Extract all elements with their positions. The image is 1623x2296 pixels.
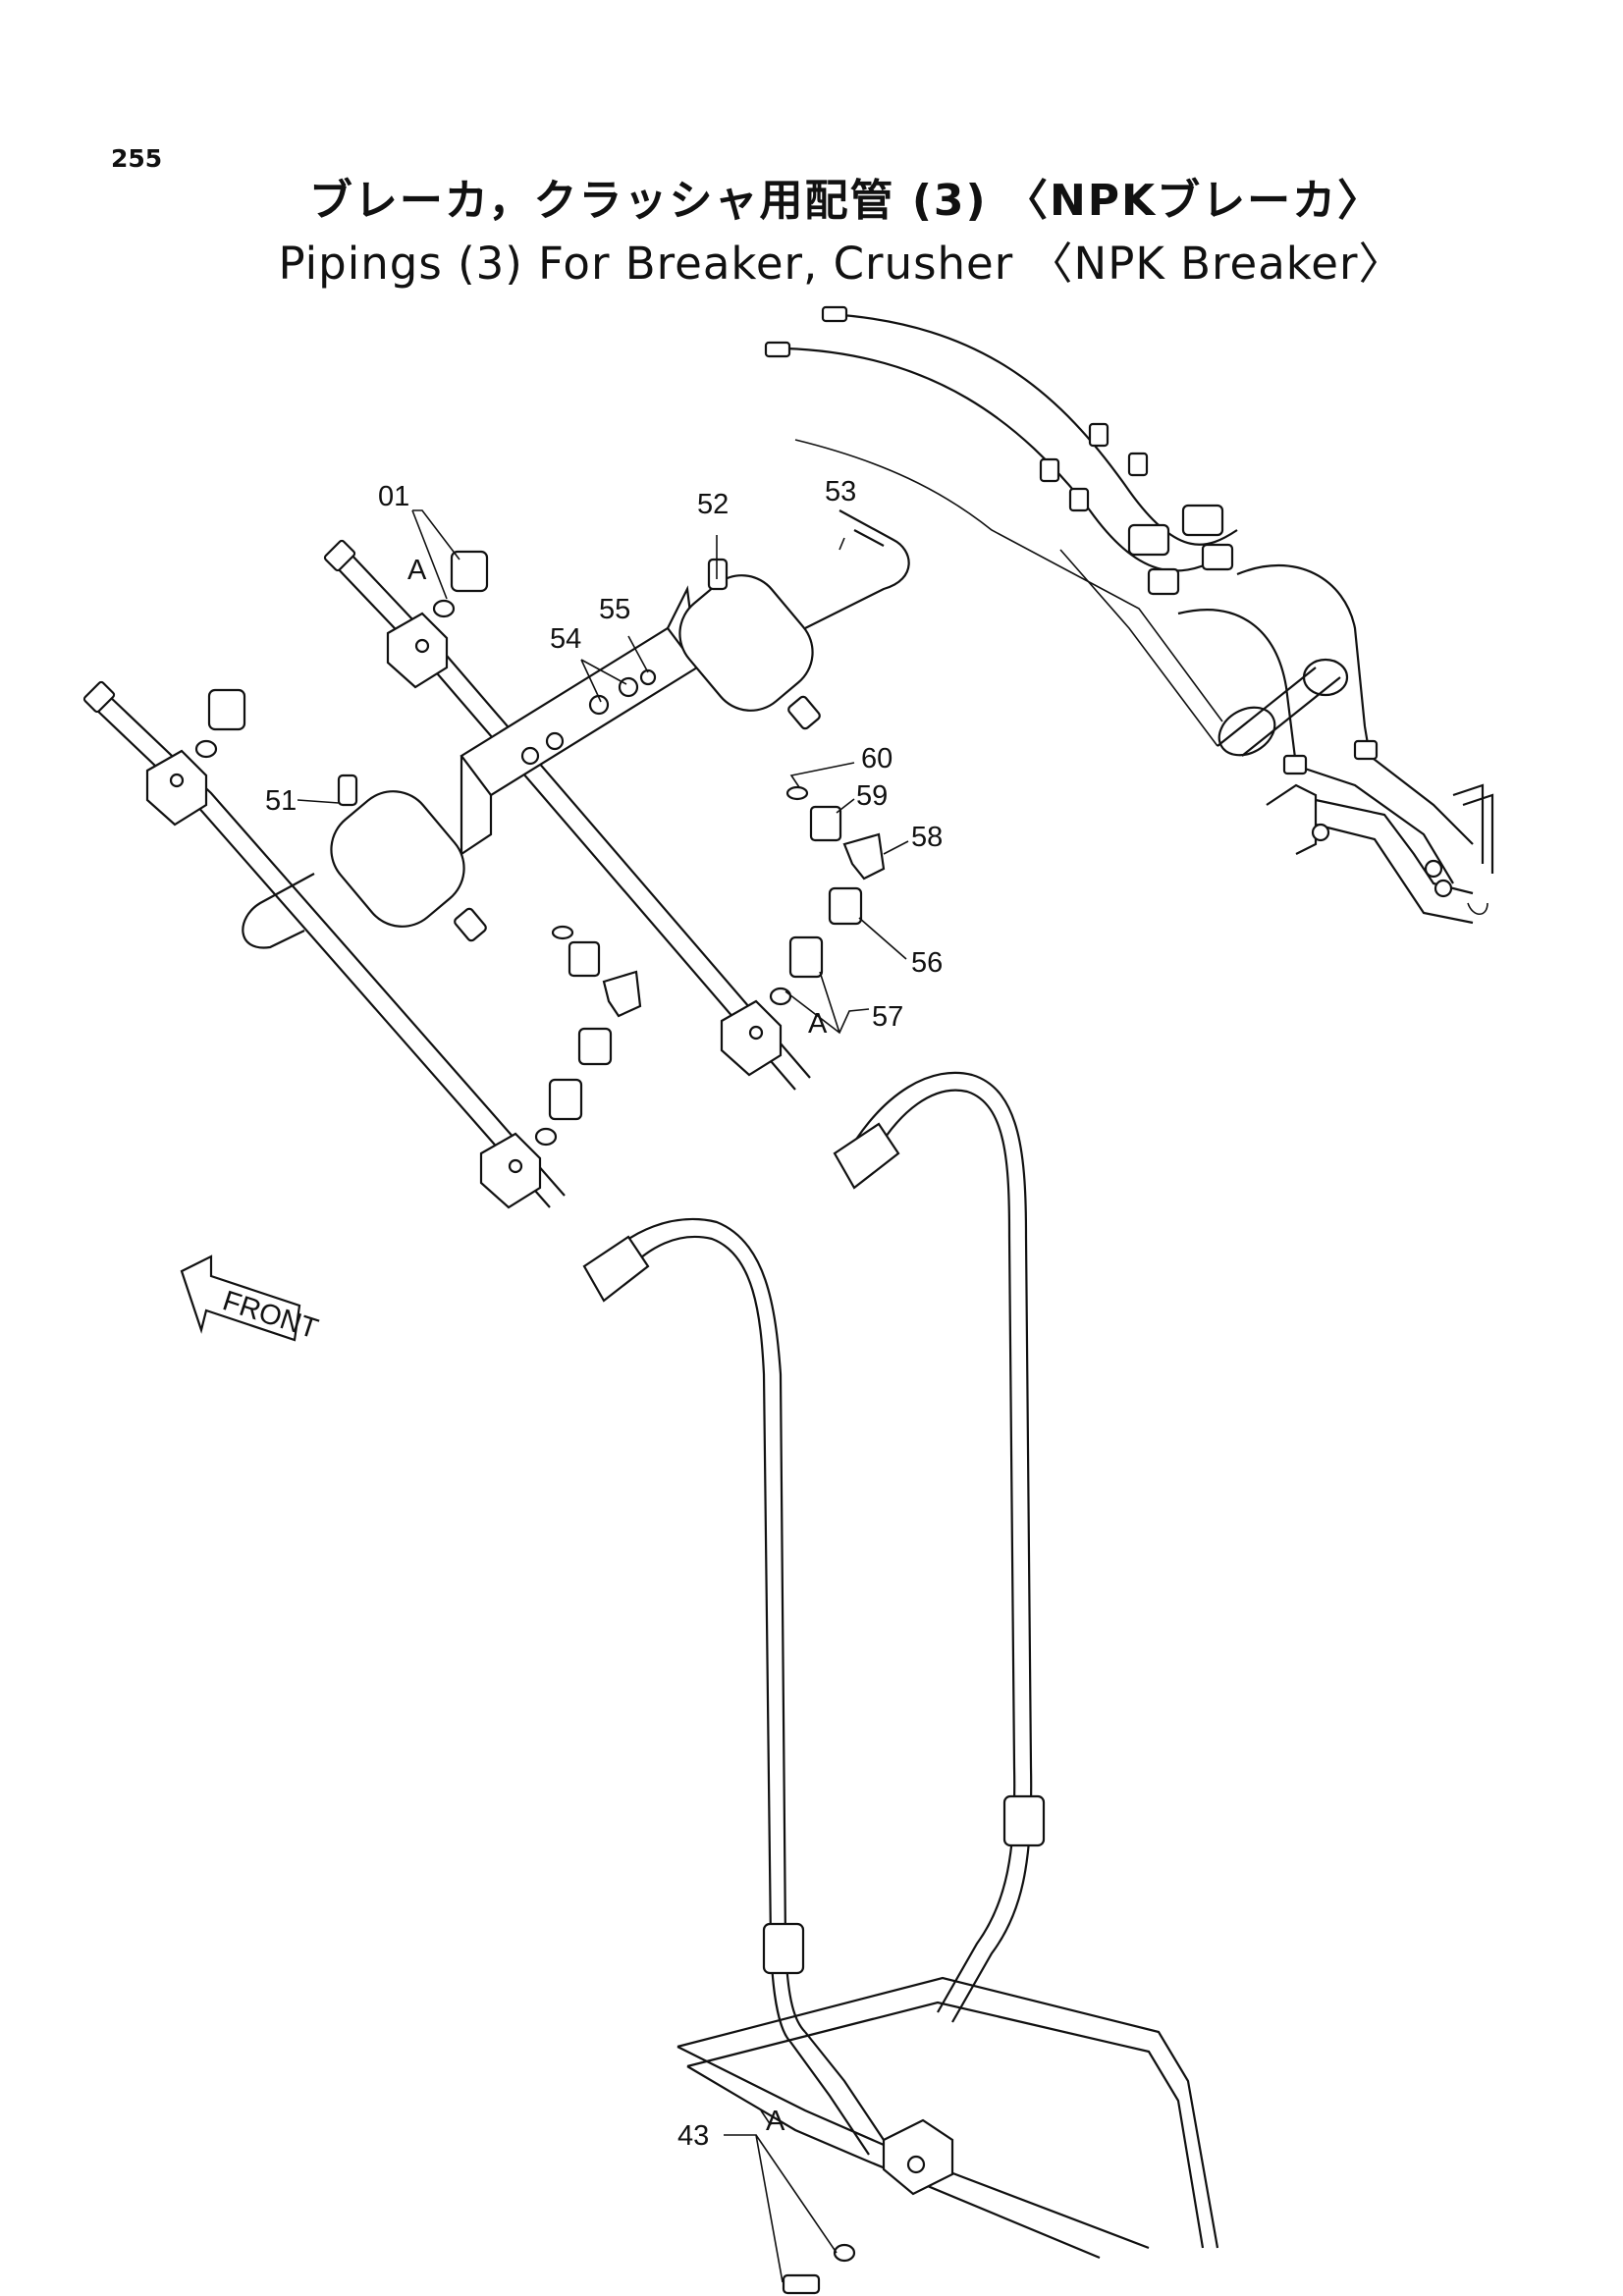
front-direction-arrow-icon: FRONT — [180, 1255, 322, 1346]
steel-pipes — [82, 539, 811, 1209]
hoses — [582, 1071, 1046, 2043]
callout-43: 43 — [677, 2120, 709, 2152]
elbow-58 — [842, 832, 886, 881]
page-number: 255 — [111, 144, 163, 173]
valve-icon — [1181, 504, 1224, 537]
plugs — [194, 550, 856, 2295]
callout-53: 53 — [825, 476, 856, 507]
callout-55: 55 — [599, 594, 630, 625]
callout-labels: 01 A 52 53 54 55 51 60 59 58 56 57 A 43 … — [265, 476, 943, 2152]
callout-52: 52 — [697, 489, 729, 520]
tee-block — [720, 999, 783, 1077]
page-title-english: Pipings (3) For Breaker, Crusher 〈NPK Br… — [278, 238, 1404, 290]
u-bolts — [242, 509, 910, 949]
fitting-59 — [809, 805, 842, 842]
adapter-57 — [788, 935, 824, 979]
callout-60: 60 — [861, 743, 893, 774]
front-label: FRONT — [219, 1285, 322, 1345]
callout-a: A — [766, 2106, 785, 2137]
callout-56: 56 — [911, 947, 943, 979]
hose-fitting-icon — [821, 305, 848, 323]
page-title-japanese: ブレーカ，クラッシャ用配管 (3) 〈NPKブレーカ〉 — [308, 176, 1383, 226]
plug-icon — [207, 688, 246, 731]
callout-01: 01 — [378, 481, 409, 512]
tee-block — [145, 749, 208, 827]
callout-a: A — [407, 555, 427, 586]
plug-43-icon — [782, 2273, 821, 2295]
accumulator-51 — [330, 774, 487, 942]
pilot-hoses — [764, 305, 1494, 925]
callout-a: A — [808, 1008, 828, 1040]
valve-icon — [1127, 523, 1170, 557]
hose-fitting-icon — [764, 341, 791, 358]
frame — [676, 1976, 1219, 2260]
callout-51: 51 — [265, 785, 297, 817]
callout-54: 54 — [550, 623, 581, 655]
leader-lines — [297, 509, 909, 2283]
nut-56 — [828, 886, 863, 926]
accumulator-52 — [678, 558, 821, 730]
fittings-left — [534, 925, 642, 1147]
callout-59: 59 — [856, 780, 888, 812]
boom-outline — [794, 439, 1349, 757]
callout-58: 58 — [911, 822, 943, 853]
callout-57: 57 — [872, 1001, 903, 1033]
fittings-right — [769, 785, 886, 1006]
plug-01-icon — [450, 550, 489, 593]
